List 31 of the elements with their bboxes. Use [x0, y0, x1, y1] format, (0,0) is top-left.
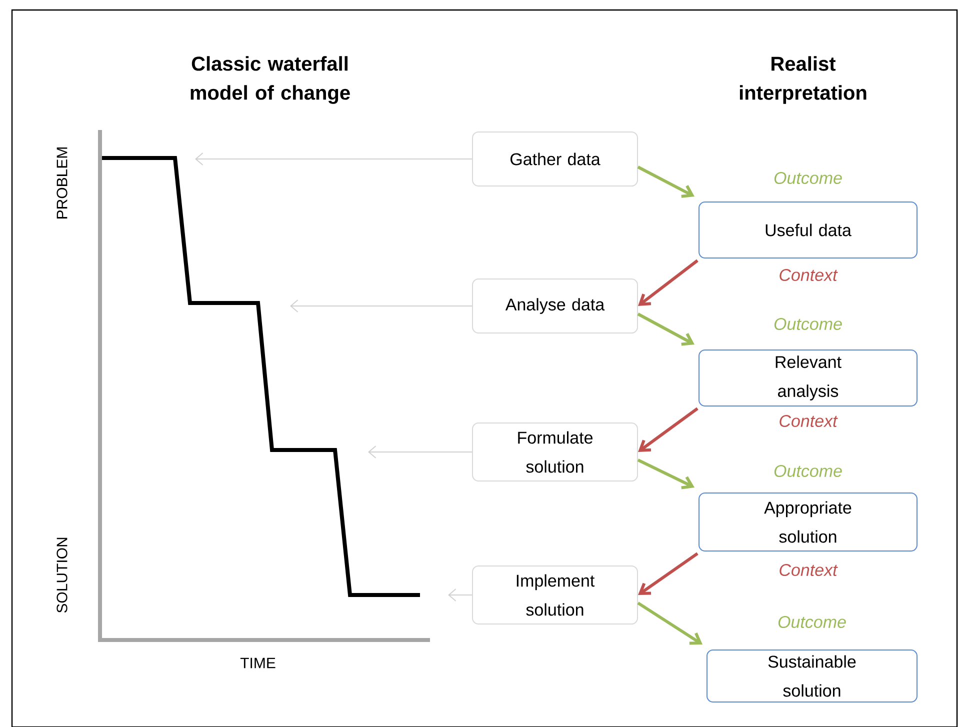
heading: Classic waterfall model of change [190, 56, 350, 104]
arrow [290, 300, 472, 312]
step-box: Gather data [472, 132, 638, 186]
arrow [637, 602, 702, 645]
arrow [637, 166, 694, 198]
arrow [368, 446, 472, 458]
arrow [448, 588, 472, 602]
step-box: Analyse data [472, 278, 638, 334]
edge-label: Context [778, 414, 838, 428]
edge-label: Outcome [772, 316, 844, 332]
edge-label: Outcome [772, 170, 844, 185]
heading: Realist interpretation [740, 56, 866, 104]
outcome-box: Sustainable solution [706, 650, 918, 702]
outcome-box: Appropriate solution [698, 492, 918, 552]
axis-label: PROBLEM [56, 148, 68, 218]
edge-label: Outcome [776, 614, 848, 629]
arrow [638, 259, 698, 306]
arrow [638, 407, 698, 452]
outcome-box: Relevant analysis [698, 350, 918, 406]
edge-label: Context [778, 562, 838, 578]
arrow [638, 552, 698, 595]
edge-label: Context [778, 268, 838, 282]
axis-label: TIME [240, 658, 276, 668]
arrow [637, 312, 694, 346]
arrow [637, 458, 694, 490]
axis-label: SOLUTION [56, 538, 68, 613]
edge-label: Outcome [772, 464, 844, 478]
step-box: Formulate solution [472, 422, 638, 482]
step-box: Implement solution [472, 566, 638, 624]
outcome-box: Useful data [698, 202, 918, 258]
arrow [195, 152, 472, 166]
